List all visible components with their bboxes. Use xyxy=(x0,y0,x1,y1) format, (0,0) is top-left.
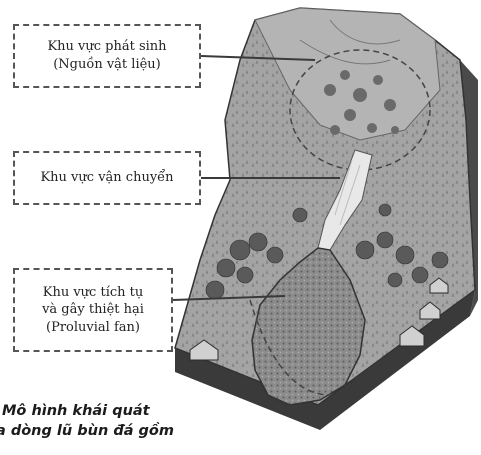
origin-label-line2: (Nguồn vật liệu) xyxy=(53,56,161,74)
origin-zone-label: Khu vực phát sinh (Nguồn vật liệu) xyxy=(13,24,201,88)
transport-zone-label: Khu vực vận chuyển xyxy=(13,151,201,205)
transport-label-line1: Khu vực vận chuyển xyxy=(40,169,173,187)
deposit-label-line1: Khu vực tích tụ xyxy=(43,284,143,302)
caption-line2: a dòng lũ bùn đá gồm xyxy=(0,422,256,442)
deposit-label-line3: (Proluvial fan) xyxy=(46,319,140,337)
origin-label-line1: Khu vực phát sinh xyxy=(47,38,166,56)
deposit-label-line2: và gây thiệt hại xyxy=(42,301,144,319)
figure-caption: Mô hình khái quát a dòng lũ bùn đá gồm xyxy=(0,402,256,441)
caption-line1: Mô hình khái quát xyxy=(0,402,256,422)
deposit-zone-label: Khu vực tích tụ và gây thiệt hại (Proluv… xyxy=(13,268,173,352)
